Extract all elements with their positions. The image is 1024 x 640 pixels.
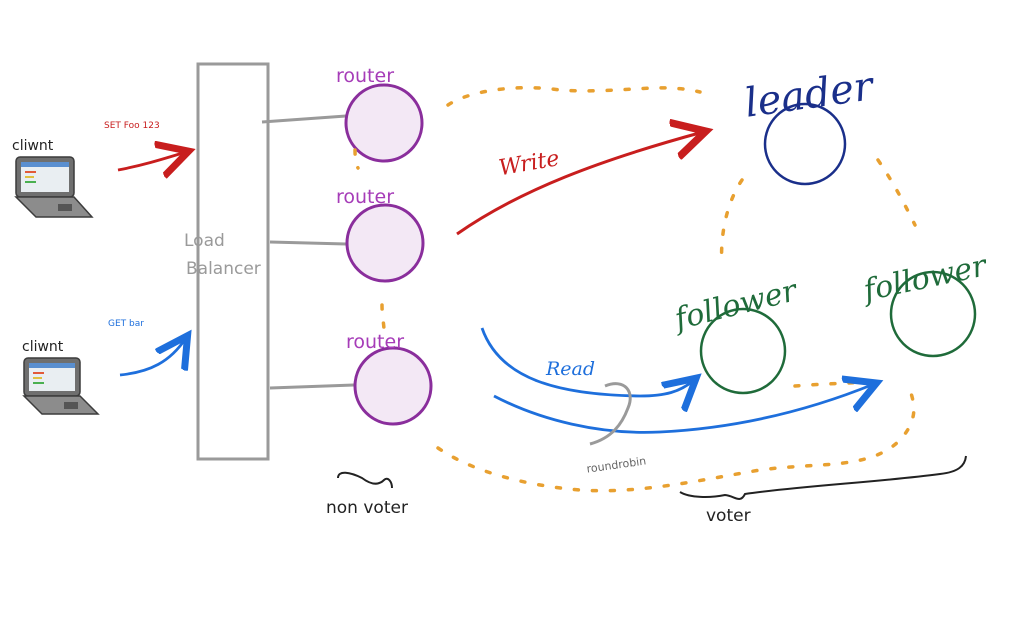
read-arrow-follower-2 (493, 384, 874, 434)
laptop-icon (22, 357, 100, 415)
leader-label: leader (742, 63, 879, 127)
client-2-label: cliwnt (22, 339, 64, 355)
router-3: router (346, 331, 433, 426)
leader-node (763, 102, 847, 186)
lb-router-2-link (269, 240, 347, 246)
write-arrow (456, 132, 703, 236)
non-voter-label: non voter (326, 498, 408, 518)
router-1: router (336, 65, 424, 163)
lb-router-1-link (261, 114, 347, 124)
read-label: Read (545, 358, 595, 380)
follower-1-label: follower (669, 273, 802, 338)
client-laptop-2: cliwnt (22, 339, 100, 415)
set-request-arrow (117, 152, 186, 170)
lb-router-3-link (269, 383, 355, 390)
client-1-label: cliwnt (12, 138, 54, 154)
router-1-node (344, 83, 424, 163)
router-1-label: router (336, 65, 394, 87)
write-label: Write (497, 146, 561, 181)
roundrobin-label: roundrobin (586, 454, 647, 475)
get-command-label: GET bar (108, 319, 144, 329)
get-request-arrow (119, 338, 186, 377)
follower-1: follower (669, 273, 802, 395)
load-balancer-label-line1: Load (184, 231, 225, 251)
roundrobin-loop (589, 382, 632, 446)
non-voter-brace (337, 471, 393, 489)
follower-2-label: follower (859, 248, 991, 309)
voter-brace (679, 455, 967, 500)
router-3-node (353, 346, 433, 426)
load-balancer-label-line2: Balancer (186, 259, 261, 279)
router-2-label: router (336, 186, 394, 208)
follower-1-node (699, 307, 787, 395)
router-2: router (336, 186, 425, 283)
voter-label: voter (706, 506, 751, 526)
read-arrow-follower-1 (480, 327, 694, 396)
load-balancer-box (196, 62, 270, 461)
follower-2-node (889, 270, 977, 358)
router-3-label: router (346, 331, 404, 353)
cluster-boundary (353, 85, 917, 493)
client-laptop-1: cliwnt (12, 138, 94, 218)
set-command-label: SET Foo 123 (104, 121, 160, 131)
router-2-node (345, 203, 425, 283)
leader: leader (742, 63, 879, 186)
laptop-icon (14, 156, 94, 218)
follower-2: follower (859, 248, 991, 358)
